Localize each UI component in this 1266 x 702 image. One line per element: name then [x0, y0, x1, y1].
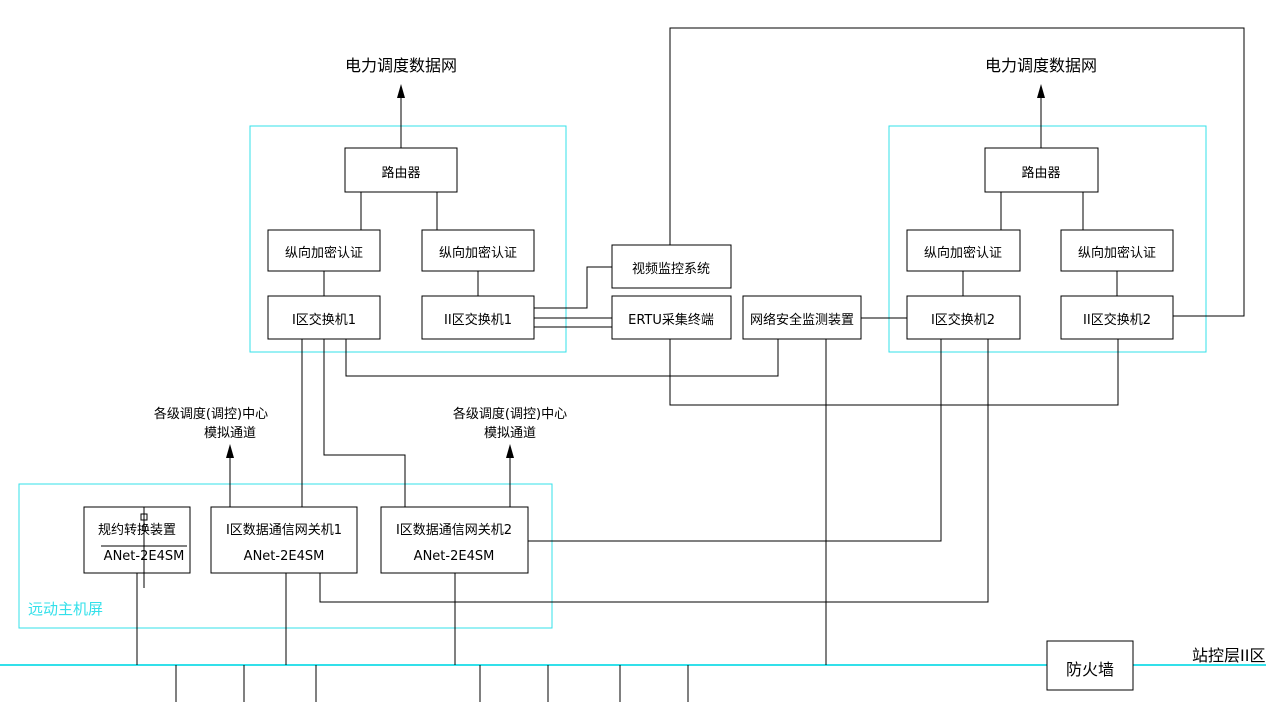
right-auth2-box	[1060, 229, 1174, 272]
left-auth2-label: 纵向加密认证	[438, 246, 518, 261]
telecontrol-screen-label: 远动主机屏	[28, 600, 104, 618]
left-switch1-label: I区交换机1	[291, 313, 357, 328]
gateway2-model: ANet-2E4SM	[413, 549, 495, 564]
right-channel-line2: 模拟通道	[483, 426, 537, 441]
right-auth2-label: 纵向加密认证	[1077, 246, 1157, 261]
video-label: 视频监控系统	[631, 262, 711, 277]
left-auth2-box	[421, 229, 535, 272]
left-channel-line2: 模拟通道	[203, 426, 257, 441]
ertu-box	[611, 295, 732, 340]
left-auth1-label: 纵向加密认证	[284, 246, 364, 261]
gateway1-box	[210, 506, 358, 574]
left-network-label: 电力调度数据网	[344, 56, 458, 75]
firewall-label: 防火墙	[1065, 660, 1115, 679]
gateway2-box	[380, 506, 529, 574]
right-switch1-label: I区交换机2	[930, 313, 996, 328]
gateway1-model: ANet-2E4SM	[243, 549, 325, 564]
arrow-up-icon	[226, 444, 234, 458]
arrow-up-icon	[506, 444, 514, 458]
right-router-label: 路由器	[1021, 166, 1061, 181]
gateway2-title: I区数据通信网关机2	[395, 523, 513, 538]
gateway1-title: I区数据通信网关机1	[225, 523, 343, 538]
converter-title: 规约转换装置	[97, 523, 177, 538]
video-box	[611, 244, 732, 289]
left-router-box	[344, 147, 458, 193]
left-switch2-label: II区交换机1	[444, 313, 512, 328]
converter-box	[83, 506, 191, 574]
right-channel-line1: 各级调度(调控)中心	[452, 407, 568, 422]
netsec-label: 网络安全监测装置	[749, 313, 855, 328]
station-layer-label: 站控层II区	[1192, 646, 1266, 665]
arrow-up-icon	[1037, 84, 1045, 98]
firewall-box	[1046, 640, 1134, 691]
right-switch2-label: II区交换机2	[1083, 313, 1151, 328]
right-network-label: 电力调度数据网	[984, 56, 1098, 75]
right-auth1-label: 纵向加密认证	[923, 246, 1003, 261]
left-channel-line1: 各级调度(调控)中心	[153, 407, 269, 422]
right-switch1-box	[906, 295, 1021, 340]
left-zone-frame	[249, 125, 567, 353]
right-zone-frame	[888, 125, 1207, 353]
left-router-label: 路由器	[381, 166, 421, 181]
right-switch2-box	[1060, 295, 1174, 340]
right-auth1-box	[906, 229, 1021, 272]
ertu-label: ERTU采集终端	[628, 313, 714, 328]
right-router-box	[984, 147, 1099, 193]
arrow-up-icon	[397, 84, 405, 98]
converter-model: ANet-2E4SM	[103, 549, 185, 564]
